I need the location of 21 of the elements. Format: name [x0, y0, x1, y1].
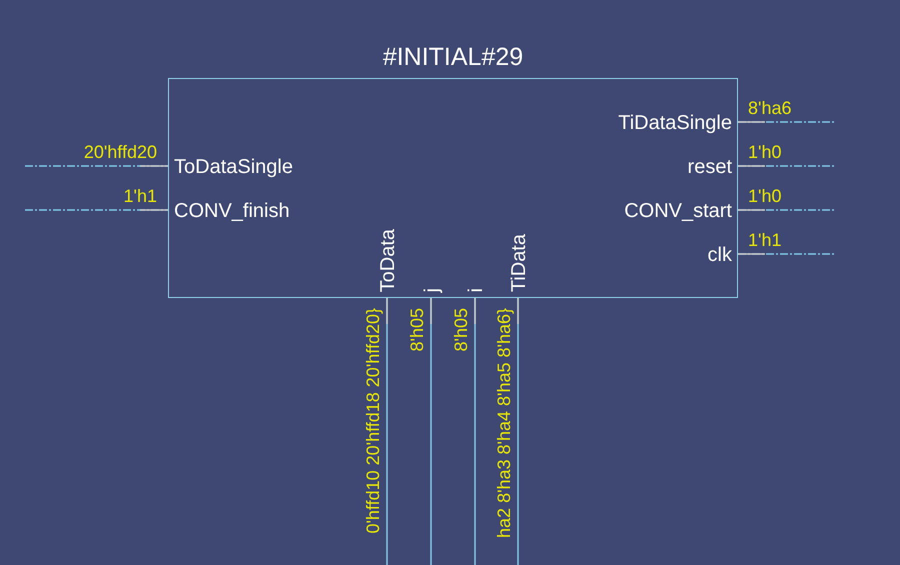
signal-value: 1'h0	[748, 186, 782, 206]
port-label: CONV_finish	[169, 200, 290, 222]
signal-value: ha2 8'ha3 8'ha4 8'ha5 8'ha6}	[494, 308, 514, 538]
port-label: i	[465, 288, 487, 297]
port-label: CONV_start	[624, 200, 737, 222]
signal-value: 8'h05	[407, 308, 427, 352]
port-label: ToData	[377, 228, 399, 297]
signal-value: 8'ha6	[748, 98, 792, 118]
port-label: TiData	[508, 234, 530, 297]
port-label: reset	[688, 156, 737, 178]
port-label: clk	[708, 244, 737, 266]
block-title: #INITIAL#29	[382, 43, 524, 72]
signal-value: 20'hffd20	[84, 142, 157, 162]
port-label: TiDataSingle	[618, 112, 737, 134]
signal-value: 1'h1	[748, 230, 782, 250]
signal-value: 1'h0	[748, 142, 782, 162]
signal-value: 0'hffd10 20'hffd18 20'hffd20}	[363, 308, 383, 534]
port-label: ToDataSingle	[169, 156, 293, 178]
signal-value: 8'h05	[451, 308, 471, 352]
port-label: j	[421, 288, 443, 297]
signal-value: 1'h1	[124, 186, 157, 206]
